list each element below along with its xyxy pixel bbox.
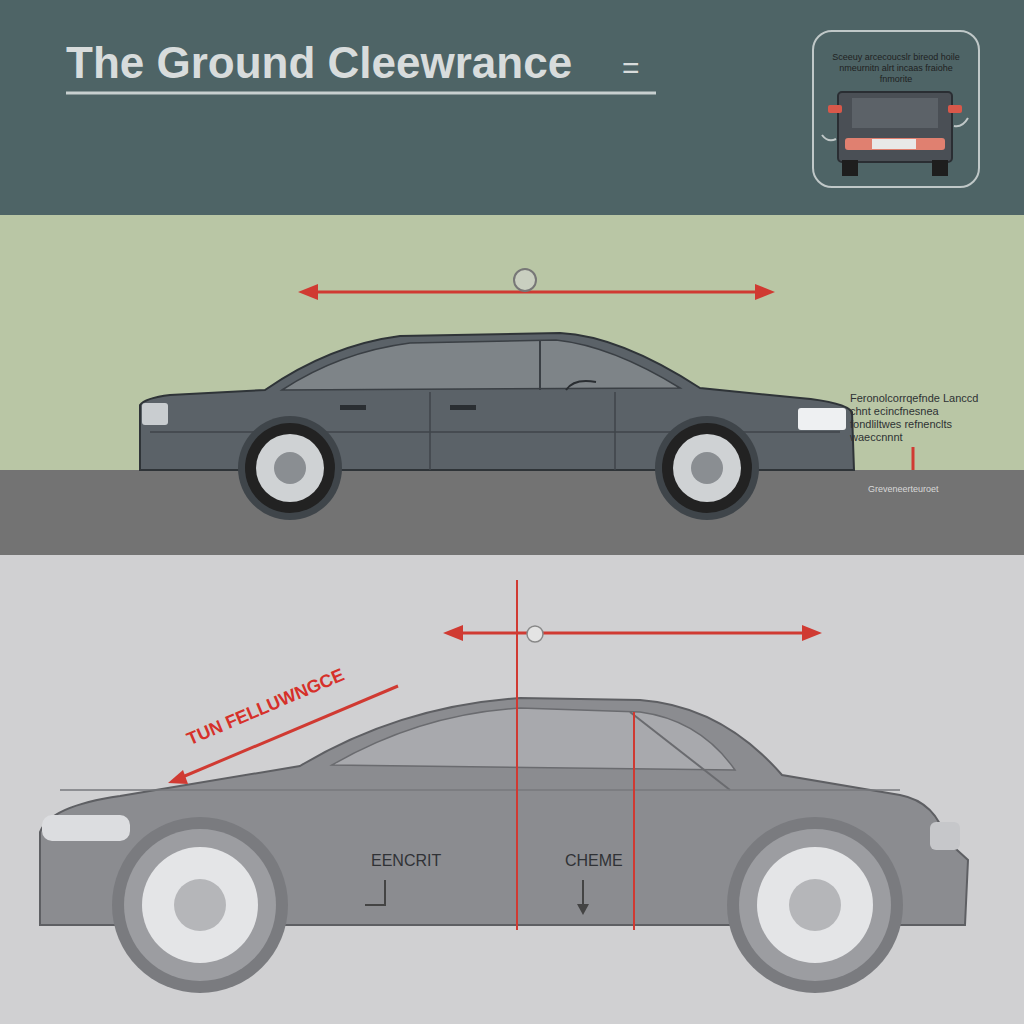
- arrowhead: [443, 625, 463, 641]
- tire: [739, 829, 891, 981]
- symbol-mark: [514, 269, 536, 291]
- title-underline: [66, 92, 656, 95]
- road-band: [0, 470, 1024, 555]
- header-band: [0, 0, 1024, 215]
- headlight: [142, 403, 168, 425]
- wheel-arch: [112, 817, 288, 993]
- tail-light: [828, 105, 842, 113]
- equals-sign: =: [622, 50, 640, 86]
- motion-mark: [822, 135, 836, 140]
- rear-bumper-light: [845, 138, 945, 150]
- car-window: [282, 340, 680, 390]
- hub: [174, 879, 226, 931]
- headlight: [798, 408, 846, 430]
- license-plate: [872, 139, 916, 149]
- tire: [245, 423, 335, 513]
- mirror: [566, 381, 596, 390]
- side-car-top: [140, 333, 854, 520]
- hub: [789, 879, 841, 931]
- rear-body: [838, 92, 952, 162]
- length-arrow: [455, 632, 810, 635]
- reference-line: [633, 712, 635, 930]
- motion-mark: [954, 118, 968, 126]
- hub: [691, 452, 723, 484]
- window-pillar: [539, 340, 541, 390]
- headlight: [42, 815, 130, 841]
- side-car-bottom: [40, 698, 968, 993]
- rim: [142, 847, 258, 963]
- arrowhead: [168, 770, 188, 784]
- length-arrow: [310, 291, 763, 294]
- pillar-line: [630, 712, 730, 790]
- door-line: [614, 392, 616, 470]
- part-label: EENCRIT: [371, 851, 441, 870]
- inset-text: Sceeuy arcecoucslr bireod hoile nmeurnit…: [822, 52, 970, 85]
- marker-bracket: [365, 880, 385, 905]
- arrowhead: [577, 904, 589, 915]
- rear-wheel: [842, 160, 858, 176]
- wheel-arch: [238, 416, 342, 520]
- tail-light: [948, 105, 962, 113]
- rear-view-car: [822, 92, 968, 176]
- clearance-marker: [912, 447, 915, 470]
- belt-line: [60, 789, 900, 791]
- symbol-mark: [527, 626, 543, 642]
- tire: [124, 829, 276, 981]
- inset-box: Sceeuy arcecoucslr bireod hoile nmeurnit…: [812, 30, 980, 188]
- car-window: [332, 708, 735, 770]
- part-label: CHEME: [565, 851, 623, 870]
- sky-band: [0, 215, 1024, 471]
- wheel-arch: [727, 817, 903, 993]
- rim: [673, 434, 741, 502]
- door-line: [429, 392, 431, 470]
- arrowhead: [802, 625, 822, 641]
- hub: [274, 452, 306, 484]
- tail-light: [930, 822, 960, 850]
- door-handle: [450, 405, 476, 410]
- lower-band: [0, 555, 1024, 1024]
- rear-window: [852, 98, 938, 128]
- rim: [757, 847, 873, 963]
- rear-wheel: [932, 160, 948, 176]
- ground-note: Greveneerteuroet: [868, 484, 939, 495]
- tire: [662, 423, 752, 513]
- arrowhead: [298, 284, 318, 300]
- title: The Ground Cleewrance: [66, 38, 572, 88]
- annotation-note: Feronolcorrqefnde Lanccd chnt ecincfnesn…: [850, 392, 982, 444]
- door-handle: [340, 405, 366, 410]
- rim: [256, 434, 324, 502]
- wheel-arch: [655, 416, 759, 520]
- arrowhead: [755, 284, 775, 300]
